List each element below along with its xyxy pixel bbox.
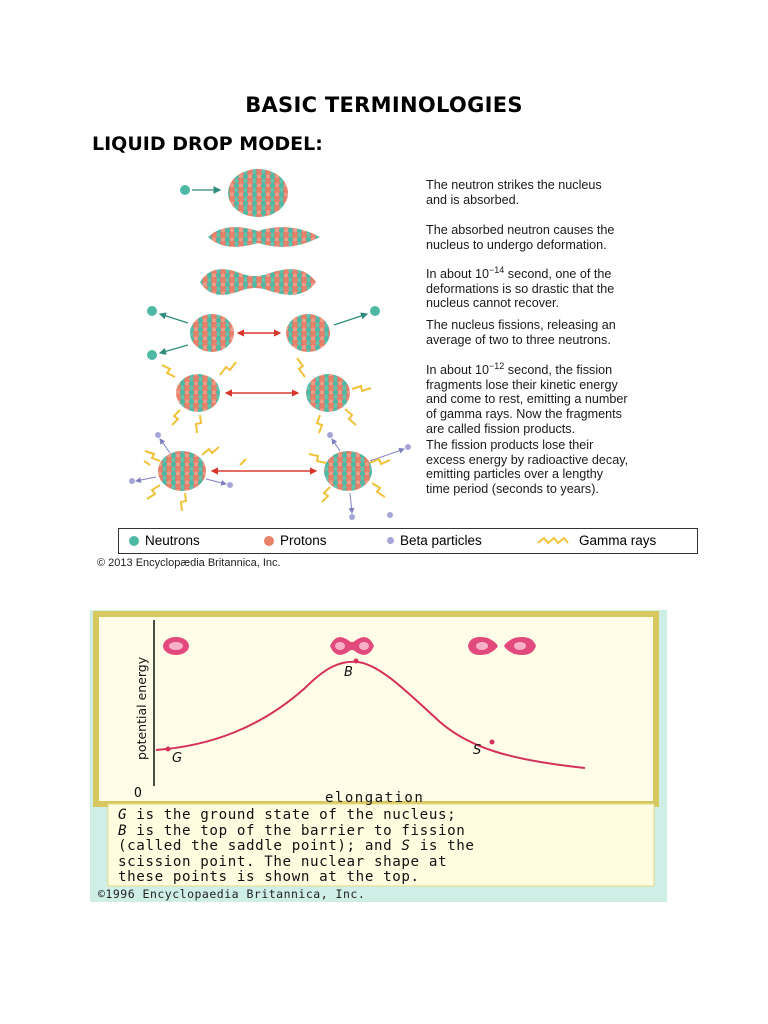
fission-legend: Neutrons Protons Beta particles Gamma ra… — [118, 528, 698, 554]
beta-particle-icon — [387, 537, 394, 544]
nucleus-deformed — [208, 227, 320, 247]
copyright-1: © 2013 Encyclopædia Britannica, Inc. — [97, 557, 281, 569]
nucleus-necked — [200, 269, 316, 295]
legend-neutrons: Neutrons — [129, 533, 200, 548]
neutron-icon — [129, 536, 139, 546]
page-title: BASIC TERMINOLOGIES — [0, 93, 768, 117]
origin-label: O — [134, 786, 142, 801]
energy-figure: O elongation potential energy G B S G is… — [90, 610, 667, 902]
legend-beta: Beta particles — [387, 533, 482, 548]
legend-protons: Protons — [264, 533, 327, 548]
fission-product-right — [324, 451, 372, 491]
fragment-left-2 — [176, 374, 220, 412]
point-g — [166, 747, 171, 752]
section-heading: LIQUID DROP MODEL: — [92, 133, 323, 155]
point-s — [490, 740, 495, 745]
y-axis-label: potential energy — [134, 656, 149, 760]
label-s: S — [473, 743, 481, 758]
incoming-neutron — [180, 185, 220, 195]
fragment-left-1 — [190, 314, 234, 352]
point-b — [354, 659, 359, 664]
x-axis-label: elongation — [325, 790, 424, 806]
shape-ground-state — [163, 637, 189, 655]
legend-gamma: Gamma rays — [537, 533, 656, 548]
energy-caption: G is the ground state of the nucleus; B … — [118, 808, 648, 886]
label-g: G — [172, 751, 182, 766]
proton-icon — [264, 536, 274, 546]
fragment-right-2 — [306, 374, 350, 412]
fission-product-left — [158, 451, 206, 491]
fragment-right-1 — [286, 314, 330, 352]
label-b: B — [344, 665, 353, 680]
nucleus-whole — [228, 169, 288, 217]
gamma-ray-icon — [537, 535, 573, 547]
copyright-2: ©1996 Encyclopaedia Britannica, Inc. — [98, 887, 365, 901]
